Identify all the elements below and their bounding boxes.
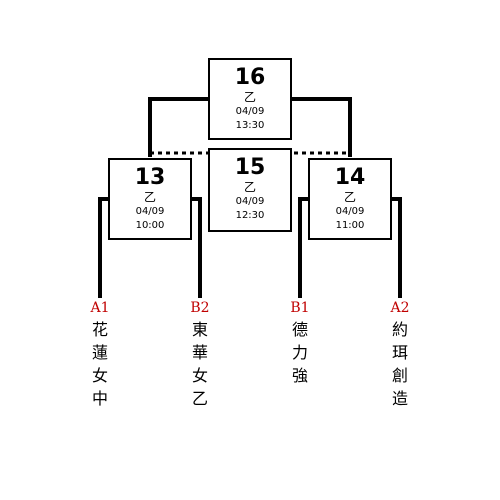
match-number: 16 [234,65,266,90]
team-seed: A2 [390,300,410,316]
connector-16-right [292,97,352,157]
team-a2: A2 約 珥 創 造 [385,298,415,410]
team-seed: B2 [190,300,210,316]
team-name-char: 力 [291,343,308,362]
match-16-box: 16 乙 04/09 13:30 [208,58,292,140]
match-division: 乙 [243,180,256,194]
match-date: 04/09 [135,206,165,217]
team-b2: B2 東 華 女 乙 [185,298,215,410]
match-number: 13 [134,165,166,190]
match-number: 15 [234,155,266,180]
match-15-box: 15 乙 04/09 12:30 [208,148,292,232]
team-seed: B1 [290,300,310,316]
team-a1: A1 花 蓮 女 中 [85,298,115,410]
match-time: 13:30 [235,120,265,131]
team-seed: A1 [90,300,110,316]
connector-13-left [98,197,108,298]
team-name-char: 女 [191,366,208,385]
match-division: 乙 [343,190,356,204]
match-13-box: 13 乙 04/09 10:00 [108,158,192,240]
team-name-char: 珥 [391,343,408,362]
team-name-char: 華 [191,343,208,362]
team-name-char: 花 [91,320,108,339]
team-name-char: 蓮 [91,343,108,362]
match-date: 04/09 [235,196,265,207]
team-b1: B1 德 力 強 [285,298,315,387]
team-name-char: 約 [391,320,408,339]
connector-16-left [148,97,208,157]
team-name-char: 東 [191,320,208,339]
connector-14-right [392,197,402,298]
match-time: 11:00 [335,220,365,231]
team-name-char: 創 [391,366,408,385]
match-division: 乙 [143,190,156,204]
match-time: 10:00 [135,220,165,231]
team-name-char: 中 [91,389,108,408]
connector-13-right [192,197,202,298]
match-time: 12:30 [235,210,265,221]
match-number: 14 [334,165,366,190]
team-name-char: 女 [91,366,108,385]
team-name-char: 乙 [191,389,208,408]
match-14-box: 14 乙 04/09 11:00 [308,158,392,240]
connector-14-left [298,197,308,298]
team-name-char: 德 [291,320,308,339]
team-name-char: 強 [291,366,308,385]
match-division: 乙 [243,90,256,104]
match-date: 04/09 [335,206,365,217]
match-date: 04/09 [235,106,265,117]
team-name-char: 造 [391,389,408,408]
